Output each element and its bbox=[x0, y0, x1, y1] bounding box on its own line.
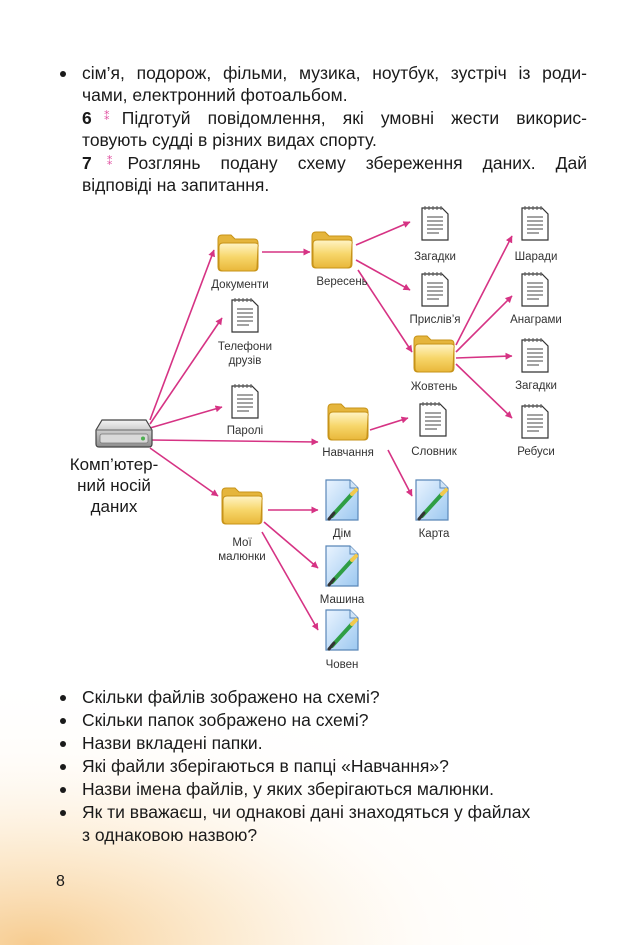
label-dictionary: Словник bbox=[411, 446, 457, 458]
task-6-line-2: товують судді в різних видах спорту. bbox=[82, 130, 377, 150]
arrow-study-dictionary bbox=[369, 416, 409, 431]
task-7-line-1: 7⁑Розглянь подану схему збереження даних… bbox=[82, 152, 587, 175]
question-bullet bbox=[60, 741, 66, 747]
doc-icon-phones bbox=[231, 297, 259, 333]
label-my-pictures-line-1: Мої bbox=[232, 537, 252, 549]
label-october: Жовтень bbox=[410, 381, 458, 393]
doc-icon-riddles-2 bbox=[521, 337, 549, 373]
label-charades: Шаради bbox=[514, 251, 558, 263]
task-6-number: 6 bbox=[82, 108, 92, 128]
question-2: Скільки папок зображено на схемі? bbox=[82, 710, 369, 730]
picture-file-icon-car bbox=[324, 544, 360, 588]
label-boat: Човен bbox=[325, 659, 359, 671]
page-number: 8 bbox=[56, 873, 65, 890]
arrow-october-anagrams bbox=[455, 295, 513, 353]
arrow-pictures-car bbox=[263, 521, 319, 569]
intro-line-2: чами, електронний фотоальбом. bbox=[82, 85, 348, 105]
label-my-pictures-line-2: малюнки bbox=[218, 551, 266, 563]
folder-icon-my-pictures bbox=[221, 487, 263, 525]
intro-bullet bbox=[60, 71, 66, 77]
picture-file-icon-boat bbox=[324, 608, 360, 652]
label-riddles-1: Загадки bbox=[414, 251, 456, 263]
question-bullet bbox=[60, 695, 66, 701]
doc-icon-anagrams bbox=[521, 271, 549, 307]
label-proverbs: Прислів’я bbox=[409, 314, 461, 326]
doc-icon-dictionary bbox=[419, 401, 447, 437]
intro-line-1: сім’я, подорож, фільми, музика, ноутбук,… bbox=[82, 63, 587, 83]
arrow-root-phones bbox=[149, 317, 223, 425]
label-rebuses: Ребуси bbox=[517, 446, 555, 458]
doc-icon-proverbs bbox=[421, 271, 449, 307]
label-study: Навчання bbox=[322, 447, 374, 459]
doc-icon-rebuses bbox=[521, 403, 549, 439]
question-bullet bbox=[60, 810, 66, 816]
task-7-number: 7 bbox=[82, 153, 92, 173]
label-phones: Телефони друзів bbox=[205, 340, 285, 368]
root-label-line-1: Комп’ютер- bbox=[69, 455, 159, 474]
folder-icon-study bbox=[327, 403, 369, 441]
arrow-root-passwords bbox=[149, 405, 223, 429]
hard-drive-icon bbox=[95, 419, 153, 448]
folder-icon-documents bbox=[217, 234, 259, 272]
label-house: Дім bbox=[332, 528, 352, 540]
task-7-star-icon: ⁑ bbox=[91, 156, 128, 168]
arrow-root-my-pictures bbox=[149, 447, 219, 497]
folder-icon-october bbox=[413, 335, 455, 373]
question-4: Які файли зберігаються в папці «Навчання… bbox=[82, 756, 449, 776]
picture-file-icon-map bbox=[414, 478, 450, 522]
arrow-september-october bbox=[357, 269, 413, 353]
arrow-root-study bbox=[149, 438, 319, 446]
root-label-line-3: даних bbox=[90, 497, 138, 516]
task-6-text-1: Підготуй повідомлення, які умовні жести … bbox=[121, 108, 587, 128]
arrow-study-map bbox=[387, 449, 413, 497]
label-passwords: Паролі bbox=[226, 425, 264, 437]
task-6-line-1: 6⁑Підготуй повідомлення, які умовні жест… bbox=[82, 107, 587, 130]
label-map: Карта bbox=[418, 528, 450, 540]
label-riddles-2: Загадки bbox=[515, 380, 557, 392]
arrow-october-riddles bbox=[455, 352, 513, 360]
label-phones-line-1: Телефони bbox=[217, 341, 273, 353]
label-car: Машина bbox=[319, 594, 365, 606]
question-bullet bbox=[60, 787, 66, 793]
question-6-continued: з однаковою назвою? bbox=[82, 825, 258, 845]
doc-icon-riddles-1 bbox=[421, 205, 449, 241]
root-label: Комп’ютер- ний носій даних bbox=[56, 454, 172, 517]
diagram-arrows bbox=[149, 221, 513, 631]
question-1: Скільки файлів зображено на схемі? bbox=[82, 687, 380, 707]
arrow-october-charades bbox=[455, 235, 513, 346]
question-6: Як ти вважаєш, чи однакові дані знаходят… bbox=[82, 802, 531, 822]
task-7-line-2: відповіді на запитання. bbox=[82, 175, 270, 195]
label-anagrams: Анаграми bbox=[510, 314, 562, 326]
arrow-october-rebuses bbox=[455, 363, 513, 419]
label-documents: Документи bbox=[211, 279, 269, 291]
label-phones-line-2: друзів bbox=[228, 355, 262, 367]
root-label-line-2: ний носій bbox=[77, 476, 151, 495]
arrow-september-proverbs bbox=[355, 259, 411, 291]
arrow-root-documents bbox=[149, 249, 215, 421]
label-my-pictures: Мої малюнки bbox=[202, 536, 282, 564]
question-5: Назви імена файлів, у яких зберігаються … bbox=[82, 779, 494, 799]
picture-file-icon-house bbox=[324, 478, 360, 522]
label-september: Вересень bbox=[316, 276, 368, 288]
doc-icon-passwords bbox=[231, 383, 259, 419]
folder-icon-september bbox=[311, 231, 353, 269]
task-7-text-1: Розглянь подану схему збереження даних. … bbox=[127, 153, 587, 173]
arrow-september-riddles bbox=[355, 221, 411, 246]
task-6-star-icon: ⁑ bbox=[91, 111, 122, 123]
arrow-pictures-boat bbox=[261, 531, 319, 631]
question-bullet bbox=[60, 718, 66, 724]
question-3: Назви вкладені папки. bbox=[82, 733, 263, 753]
doc-icon-charades bbox=[521, 205, 549, 241]
question-bullet bbox=[60, 764, 66, 770]
